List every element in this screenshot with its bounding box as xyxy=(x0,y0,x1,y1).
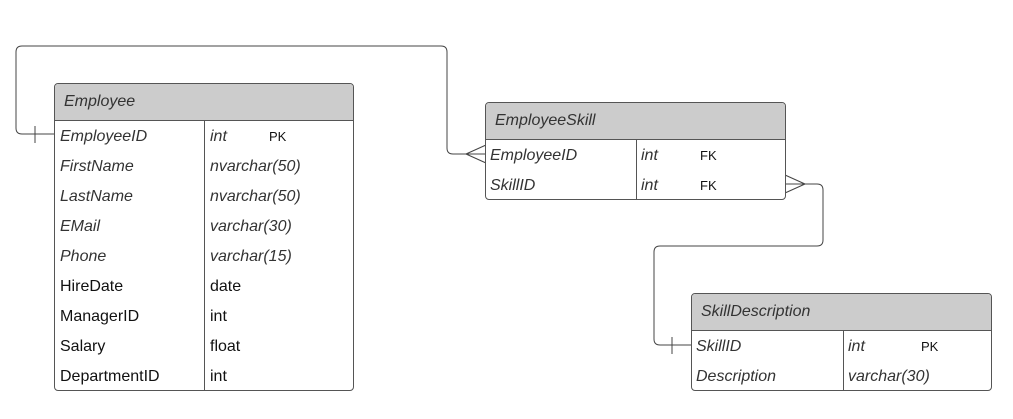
attribute-row[interactable]: Salary float xyxy=(55,332,353,362)
attribute-name: SkillID xyxy=(490,177,536,194)
column-divider xyxy=(204,121,205,390)
attribute-name: DepartmentID xyxy=(60,368,160,385)
attribute-type: int xyxy=(641,177,658,194)
attribute-row[interactable]: LastName nvarchar(50) xyxy=(55,182,353,212)
entity-employee-body: EmployeeID int PK FirstName nvarchar(50)… xyxy=(55,121,353,390)
attribute-row[interactable]: SkillID int FK xyxy=(486,171,785,199)
attribute-type: varchar(30) xyxy=(848,368,930,385)
primary-key-badge: PK xyxy=(921,339,939,354)
attribute-row[interactable]: FirstName nvarchar(50) xyxy=(55,152,353,182)
attribute-row[interactable]: EmployeeID int FK xyxy=(486,141,785,171)
attribute-row[interactable]: SkillID int PK xyxy=(692,332,991,362)
attribute-name: ManagerID xyxy=(60,308,140,325)
entity-employeeskill-body: EmployeeID int FK SkillID int FK xyxy=(486,140,785,199)
attribute-type: nvarchar(50) xyxy=(210,158,301,175)
attribute-row[interactable]: HireDate date xyxy=(55,272,353,302)
attribute-name: Salary xyxy=(60,338,106,355)
attribute-name: EmployeeID xyxy=(490,147,578,164)
entity-employeeskill[interactable]: EmployeeSkill EmployeeID int FK SkillID … xyxy=(485,102,786,200)
attribute-name: FirstName xyxy=(60,158,134,175)
attribute-row[interactable]: Description varchar(30) xyxy=(692,362,991,390)
relationship-line-skilldescription-employeeskill xyxy=(653,183,824,346)
attribute-row[interactable]: EMail varchar(30) xyxy=(55,212,353,242)
attribute-type: nvarchar(50) xyxy=(210,188,301,205)
foreign-key-badge: FK xyxy=(700,148,717,163)
attribute-row[interactable]: ManagerID int xyxy=(55,302,353,332)
relationship-line-employee-employeeskill xyxy=(15,45,486,155)
attribute-type: int xyxy=(641,147,658,164)
many-crowsfoot-marker-employeeskill-employeeid xyxy=(465,144,487,164)
attribute-name: Description xyxy=(696,368,777,385)
attribute-type: int xyxy=(210,308,227,325)
attribute-name: EmployeeID xyxy=(60,128,148,145)
entity-skilldescription-body: SkillID int PK Description varchar(30) xyxy=(692,331,991,390)
column-divider xyxy=(843,331,844,390)
attribute-type: date xyxy=(210,278,242,295)
attribute-type: varchar(15) xyxy=(210,248,292,265)
attribute-row[interactable]: DepartmentID int xyxy=(55,362,353,390)
primary-key-badge: PK xyxy=(269,129,287,144)
attribute-name: LastName xyxy=(60,188,133,205)
column-divider xyxy=(636,140,637,199)
attribute-type: int xyxy=(210,128,227,145)
attribute-type: int xyxy=(848,338,865,355)
attribute-name: SkillID xyxy=(696,338,742,355)
attribute-name: HireDate xyxy=(60,278,124,295)
attribute-row[interactable]: Phone varchar(15) xyxy=(55,242,353,272)
entity-employee-title: Employee xyxy=(55,84,353,121)
attribute-type: float xyxy=(210,338,241,355)
entity-skilldescription-title: SkillDescription xyxy=(692,294,991,331)
attribute-row[interactable]: EmployeeID int PK xyxy=(55,122,353,152)
attribute-name: EMail xyxy=(60,218,101,235)
attribute-name: Phone xyxy=(60,248,107,265)
attribute-type: varchar(30) xyxy=(210,218,292,235)
entity-skilldescription[interactable]: SkillDescription SkillID int PK Descript… xyxy=(691,293,992,391)
entity-employeeskill-title: EmployeeSkill xyxy=(486,103,785,140)
many-crowsfoot-marker-employeeskill-skillid xyxy=(784,174,806,194)
entity-employee[interactable]: Employee EmployeeID int PK FirstName nva… xyxy=(54,83,354,391)
attribute-type: int xyxy=(210,368,227,385)
foreign-key-badge: FK xyxy=(700,178,717,193)
